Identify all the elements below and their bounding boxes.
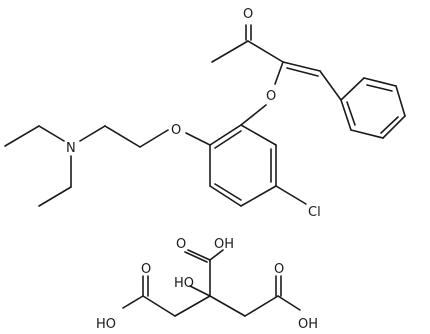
main-molecule [4, 24, 406, 207]
bond-cit-center-right [209, 295, 246, 317]
bond-alkene-ether [274, 61, 284, 85]
bond-ring-ether [185, 132, 211, 146]
bond-n-ethyl1-b [4, 125, 40, 147]
bond-phenyl-inner-1 [366, 84, 393, 92]
atom-citrate-right-oh: OH [298, 317, 318, 332]
atom-ether-oxygen-aryl: O [171, 123, 181, 138]
bond-cit-right-oh [277, 295, 301, 311]
bond-ring-cl [275, 185, 307, 205]
atom-amine-nitrogen: N [66, 141, 76, 156]
bond-cit-top-oh [209, 249, 224, 261]
bond-ring-inner-1 [214, 130, 242, 149]
bond-ether-ch2 [139, 129, 169, 148]
atom-chlorine: Cl [308, 205, 321, 220]
atom-citrate-right-oxygen: O [274, 262, 284, 277]
bond-cit-left-oh [122, 295, 144, 309]
atom-citrate-top-oxygen: O [176, 237, 186, 252]
bond-cit-center-left [174, 295, 211, 317]
atom-ether-oxygen-vinyl: O [266, 89, 276, 104]
bond-cit-left-ch2 [142, 295, 176, 317]
atom-carbonyl-oxygen: O [243, 7, 253, 22]
bond-cit-center-ho [189, 285, 211, 297]
bond-alkene-1 [282, 61, 321, 72]
bond-ring-1 [209, 124, 242, 146]
bond-phenyl-3 [395, 85, 406, 117]
citric-acid-molecule [122, 249, 301, 317]
atom-citrate-top-oh: OH [214, 237, 234, 252]
bond-phenyl-inner-2 [380, 116, 399, 134]
bond-ring-3 [209, 185, 242, 207]
bond-phenyl-6 [340, 99, 352, 131]
bond-cit-right-ch2 [244, 295, 279, 317]
bond-n-ethyl2-b [38, 186, 72, 207]
bond-ch2-n [79, 125, 106, 142]
bond-ring-4 [240, 185, 277, 207]
bond-phenyl-2 [363, 77, 397, 87]
bond-phenyl-1 [340, 77, 365, 101]
bond-phenyl-5 [350, 129, 384, 139]
bond-alkene-2 [286, 67, 319, 77]
bond-carbonyl-alkene [247, 40, 284, 63]
bond-phenyl-4 [382, 115, 406, 139]
bond-cit-top-c-o [187, 249, 211, 261]
bond-ch2-ch2 [104, 125, 141, 148]
bond-cit-top-co-1 [184, 251, 208, 263]
bond-phenyl-inner-3 [346, 101, 356, 126]
bond-ring-6 [240, 124, 277, 146]
atom-citrate-left-oxygen: O [141, 262, 151, 277]
bond-ring-inner-2 [214, 183, 242, 201]
atom-citrate-center-ho: HO [174, 276, 194, 291]
bond-ether-aryl [240, 104, 267, 126]
atom-citrate-left-ho: HO [96, 317, 116, 332]
bond-n-ethyl1-a [38, 125, 65, 142]
bond-methyl-carbonyl [211, 40, 249, 63]
bond-alkene-phenyl [319, 70, 342, 101]
